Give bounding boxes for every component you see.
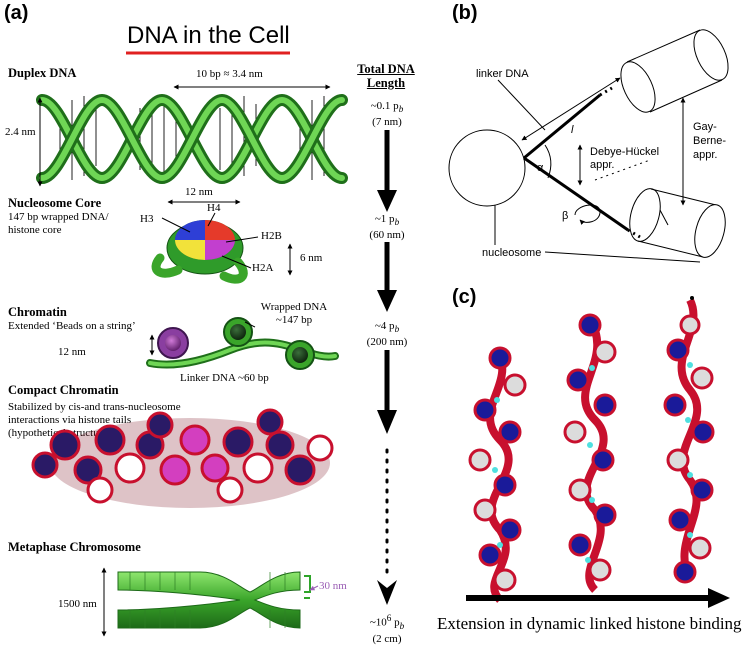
linker-dna-label: linker DNA [476, 68, 529, 80]
compact-chromatin-graphic [31, 408, 334, 508]
nucleosome-core-title: Nucleosome Core [8, 196, 102, 210]
length-duplex-nm: (7 nm) [372, 116, 402, 129]
extension-arrow-head [708, 588, 730, 608]
extension-caption: Extension in dynamic linked histone bind… [437, 614, 742, 633]
fiber-2 [563, 313, 617, 593]
nucleosome-circle [448, 129, 526, 207]
histone-h3-label: H3 [140, 213, 154, 225]
nucleosome-width-label: 12 nm [185, 186, 213, 198]
fiber-3 [663, 296, 715, 584]
wrapped-dna-line1: Wrapped DNA [260, 301, 328, 313]
length-nucleosome: ~1 pb (60 nm) [352, 213, 422, 242]
length-metaphase-value2: p [391, 616, 400, 629]
histone-h2a-label: H2A [252, 262, 274, 274]
length-arrow-4 [377, 580, 397, 605]
total-length-header-line1: Total DNA [357, 62, 415, 76]
length-metaphase-value: ~10 [369, 616, 387, 629]
length-nucleosome-value: ~1 p [374, 213, 395, 225]
metaphase-chromosome-graphic [101, 567, 319, 637]
wrapped-dna-line2: ~147 bp [275, 314, 313, 326]
panel-b-label: (b) [452, 2, 478, 24]
gay-berne-line3: appr. [693, 149, 718, 161]
length-chromatin-value: ~4 p [374, 320, 395, 332]
length-chromatin-sub: b [394, 324, 400, 335]
panel-b-model [448, 29, 729, 263]
metaphase-width-label: 30 nm [319, 580, 347, 592]
length-duplex-sub: b [398, 104, 404, 115]
fiber-1 [468, 346, 527, 603]
duplex-width-label: 2.4 nm [5, 126, 36, 138]
chromatin-desc: Extended ‘Beads on a string’ [8, 320, 136, 332]
nucleosome-label: nucleosome [482, 247, 542, 259]
gay-berne-line1: Gay- [693, 121, 717, 133]
total-length-header: Total DNA Length [350, 62, 422, 90]
debye-line1: Debye-Hückel [590, 146, 660, 158]
chromatin-size-label: 12 nm [58, 346, 86, 358]
beta-label: β [562, 210, 569, 222]
length-duplex: ~0.1 pb (7 nm) [352, 100, 422, 129]
compact-chromatin-title: Compact Chromatin [8, 383, 119, 397]
diagram-title: DNA in the Cell [127, 22, 290, 49]
total-length-header-line2: Length [366, 76, 406, 90]
panel-a-label: (a) [4, 2, 29, 24]
length-duplex-value: ~0.1 p [370, 100, 399, 112]
metaphase-size-label: 1500 nm [58, 598, 97, 610]
panel-c-label: (c) [452, 286, 477, 308]
linker-dna-length-label: Linker DNA ~60 bp [180, 372, 269, 384]
length-arrow-1 [377, 190, 397, 212]
length-metaphase-sub: b [399, 620, 405, 631]
gay-berne-label: Gay- Berne- appr. [693, 120, 726, 162]
panel-c-fibers [466, 296, 730, 608]
metaphase-chromosome-title: Metaphase Chromosome [8, 540, 141, 554]
compact-desc-line2: interactions via histone tails [8, 414, 132, 426]
dna-double-helix [36, 93, 348, 185]
wrapped-dna-label: Wrapped DNA ~147 bp [248, 301, 340, 327]
nucleosome-core-desc: 147 bp wrapped DNA/ histone core [8, 211, 109, 237]
duplex-dna-title: Duplex DNA [8, 66, 77, 80]
length-metaphase-sup: 6 [386, 613, 392, 623]
histone-h4-label: H4 [207, 202, 221, 214]
length-nucleosome-nm: (60 nm) [369, 229, 405, 242]
debye-line2: appr. [590, 159, 615, 171]
nucleosome-core-graphic [151, 199, 293, 284]
length-scale-arrows [377, 130, 397, 605]
nucleosome-height-label: 6 nm [300, 252, 323, 264]
length-arrow-3 [377, 410, 397, 434]
chromatin-title: Chromatin [8, 305, 67, 319]
length-arrow-2 [377, 290, 397, 312]
histone-h2b-label: H2B [261, 230, 282, 242]
nucleosome-desc-line1: 147 bp wrapped DNA/ [8, 211, 109, 223]
length-nucleosome-sub: b [394, 217, 400, 228]
debye-huckel-label: Debye-Hückel appr. [590, 146, 659, 172]
gay-berne-line2: Berne- [693, 135, 727, 147]
length-chromatin: ~4 pb (200 nm) [352, 320, 422, 349]
duplex-pitch-label: 10 bp ≈ 3.4 nm [196, 68, 263, 80]
nucleosome-desc-line2: histone core [8, 224, 62, 236]
lower-cylinder [629, 188, 726, 258]
length-chromatin-nm: (200 nm) [366, 336, 408, 349]
chromatin-beads-graphic [146, 317, 339, 370]
compact-desc-line1: Stabilized by cis-and trans-nucleosome [8, 401, 181, 413]
upper-cylinder [620, 29, 729, 113]
